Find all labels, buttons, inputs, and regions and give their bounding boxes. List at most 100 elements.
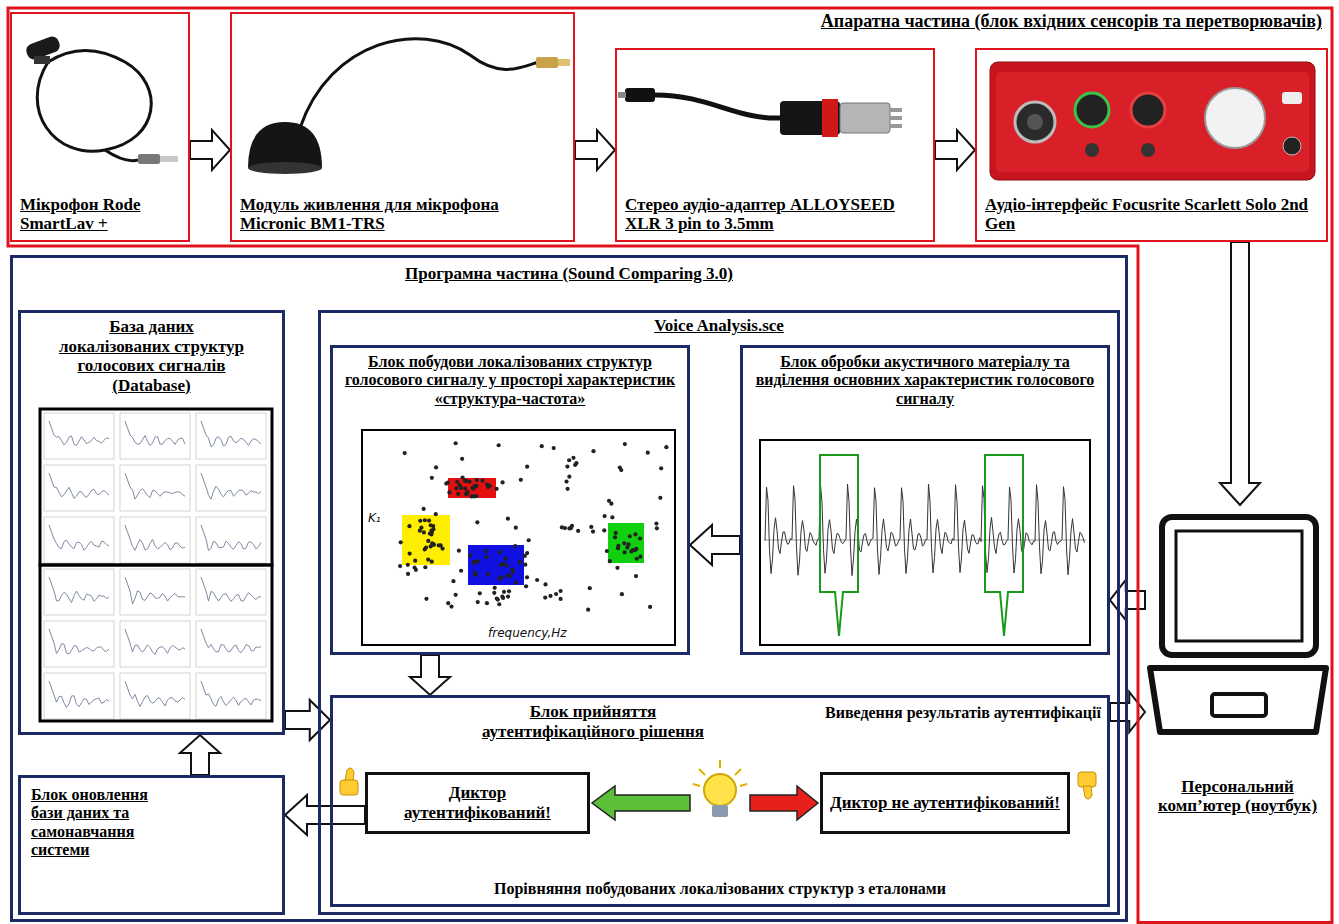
data-point xyxy=(559,589,563,593)
computer-label: Персональний комп’ютер (ноутбук) xyxy=(1145,777,1330,816)
data-point xyxy=(495,487,499,491)
reject-arrow-part xyxy=(750,786,818,820)
scatter-plot xyxy=(362,430,675,645)
decision-block: Диктор аутентифікований!Диктор не аутент… xyxy=(330,695,1110,907)
data-point xyxy=(613,535,617,539)
data-point xyxy=(422,530,426,534)
thumbnail-frame xyxy=(120,673,190,719)
data-point xyxy=(434,512,438,516)
plot-frame xyxy=(760,440,1090,645)
data-point xyxy=(566,487,570,491)
analysis-module: Блок побудови локалізованих структур гол… xyxy=(318,310,1120,915)
data-point xyxy=(524,584,528,588)
thumbnail-curve xyxy=(125,629,185,655)
data-point xyxy=(658,496,662,500)
data-point xyxy=(654,522,658,526)
flow-arrow xyxy=(285,700,330,740)
data-point xyxy=(646,451,650,455)
thumbnail-frame xyxy=(44,465,114,511)
cluster-zone xyxy=(468,545,524,585)
data-point xyxy=(424,597,428,601)
data-point xyxy=(423,518,427,522)
thumbnail-curve xyxy=(201,473,261,499)
block-heading: Блок обробки акустичного матеріалу та ви… xyxy=(743,348,1107,408)
data-point xyxy=(638,536,642,540)
update-block: Блок оновлення бази даних та самонавчанн… xyxy=(18,775,285,915)
thumbnail-curve xyxy=(201,577,261,601)
software-region: База даних локалізованих структур голосо… xyxy=(10,255,1128,922)
data-point xyxy=(506,595,510,599)
audio-interface-part xyxy=(1141,143,1155,157)
lavalier-mic-part xyxy=(138,154,160,164)
lavalier-mic-part xyxy=(160,156,178,162)
power-module-part xyxy=(300,39,538,128)
database-block: База даних локалізованих структур голосо… xyxy=(18,310,285,735)
data-point xyxy=(492,591,496,595)
reject-arrow xyxy=(750,786,818,820)
audio-interface-part xyxy=(1282,92,1302,104)
thumbnail-curve xyxy=(49,525,109,550)
lightbulb-icon-part xyxy=(699,769,705,775)
block-heading: База даних локалізованих структур голосо… xyxy=(57,317,247,395)
thumbnail-frame xyxy=(120,621,190,667)
thumbs-down-icon-part xyxy=(1083,786,1092,799)
thumbnail-frame xyxy=(44,673,114,719)
data-point xyxy=(554,592,558,596)
thumbnail-group xyxy=(40,565,272,721)
data-point xyxy=(472,494,476,498)
data-point xyxy=(465,490,469,494)
device-box: Мікрофон Rode SmartLav + xyxy=(10,12,190,242)
cluster-zone xyxy=(448,478,496,498)
data-point xyxy=(504,557,508,561)
data-point xyxy=(602,528,606,532)
device-box: Модуль живлення для мікрофона Micronic B… xyxy=(230,12,575,242)
accept-arrow-part xyxy=(592,786,690,820)
data-point xyxy=(485,555,489,559)
data-point xyxy=(523,563,527,567)
data-point xyxy=(454,441,458,445)
data-point xyxy=(622,550,626,554)
lavalier-mic xyxy=(24,35,178,164)
cluster-zone xyxy=(402,515,450,565)
result-box: Диктор аутентифікований! xyxy=(365,772,590,834)
device-label: Стерео аудіо-адаптер ALLOYSEED XLR 3 pin… xyxy=(625,195,925,234)
data-point xyxy=(655,526,659,530)
region-heading: Програмна частина (Sound Comparing 3.0) xyxy=(13,258,1125,284)
flow-arrow xyxy=(575,130,615,170)
plot-frame xyxy=(362,430,675,645)
data-point xyxy=(629,549,633,553)
data-point xyxy=(519,478,523,482)
data-point xyxy=(548,594,552,598)
lavalier-mic-part xyxy=(105,150,138,161)
data-point xyxy=(451,579,455,583)
computer-node: Персональний комп’ютер (ноутбук) xyxy=(1145,505,1330,820)
data-point xyxy=(471,486,475,490)
data-point xyxy=(622,541,626,545)
data-point xyxy=(454,593,458,597)
thumbnail-frame xyxy=(120,465,190,511)
data-point xyxy=(449,604,453,608)
data-point xyxy=(567,475,571,479)
data-point xyxy=(614,531,618,535)
process-block: Блок побудови локалізованих структур гол… xyxy=(330,345,690,655)
laptop-icon xyxy=(1150,517,1326,732)
data-point xyxy=(406,563,410,567)
thumbnail-frame xyxy=(196,673,266,719)
thumbnail-curve xyxy=(201,629,261,653)
data-point xyxy=(495,596,499,600)
data-point xyxy=(406,572,410,576)
data-point xyxy=(478,591,482,595)
data-point xyxy=(446,480,450,484)
data-point xyxy=(514,581,518,585)
data-point xyxy=(497,602,501,606)
thumbnail-curve xyxy=(125,525,185,550)
cluster-zone xyxy=(608,523,644,563)
thumbnail-frame xyxy=(196,569,266,615)
data-point xyxy=(475,520,479,524)
data-point xyxy=(564,479,568,483)
block-heading: Блок прийняття аутентифікаційного рішенн… xyxy=(453,702,733,741)
data-point xyxy=(497,576,501,580)
data-point xyxy=(633,532,637,536)
data-point xyxy=(659,466,663,470)
